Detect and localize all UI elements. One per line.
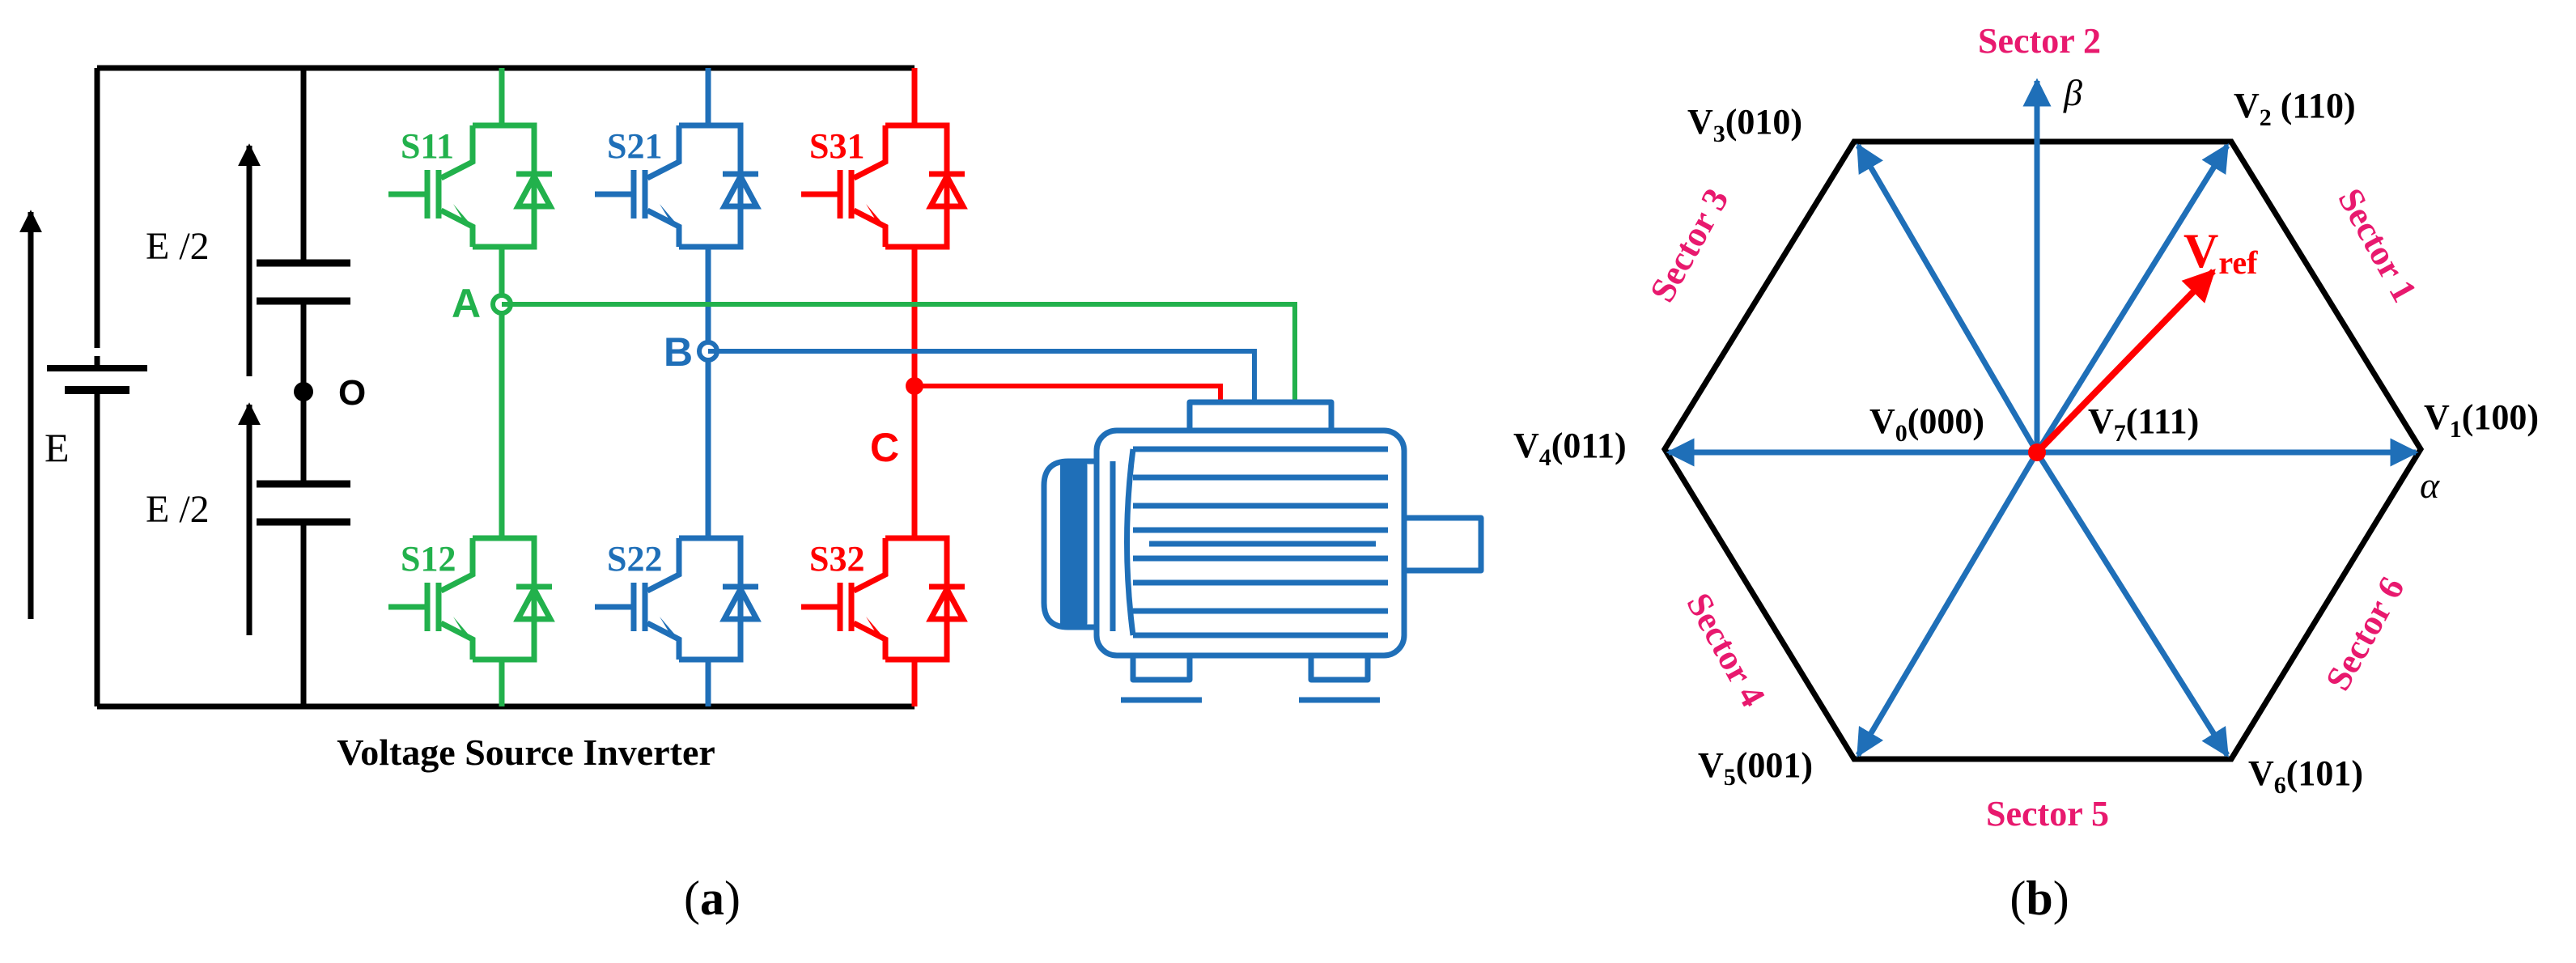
label-v1: V1(100) [2424, 397, 2539, 443]
phase-c-wire [915, 384, 1223, 402]
dc-bus [94, 65, 915, 710]
panel-b-space-vector-diagram: β α Vref V0(000) V7(111) V1(100) V2 (110… [1513, 21, 2539, 925]
midpoint-dot [294, 382, 313, 401]
label-v7: V7(111) [2088, 401, 2199, 447]
origin-dot [2028, 443, 2046, 461]
leg-a [388, 68, 552, 706]
sector-1-label: Sector 1 [2330, 182, 2425, 309]
label-node-b: B [664, 329, 693, 375]
alpha-axis-label: α [2420, 465, 2440, 506]
label-v2: V2 (110) [2234, 86, 2356, 131]
label-s11: S11 [401, 126, 454, 166]
vref-label: Vref [2183, 224, 2258, 281]
phase-wires [502, 302, 1297, 402]
sector-3-label: Sector 3 [1642, 182, 1737, 309]
half-voltage-label-bottom: E /2 [146, 488, 210, 531]
label-v5: V5(001) [1698, 745, 1813, 791]
vector-v2 [2035, 143, 2230, 454]
caption-a: (a) [684, 872, 741, 925]
beta-axis-label: β [2063, 72, 2082, 113]
sector-5-label: Sector 5 [1986, 794, 2109, 834]
reference-vector [2035, 269, 2216, 455]
label-s31: S31 [809, 126, 864, 166]
leg-c [801, 68, 965, 706]
label-v6: V6(101) [2248, 753, 2363, 799]
leg-b [595, 68, 758, 706]
motor-icon [1041, 399, 1484, 703]
space-vector-hexagon [1661, 138, 2425, 762]
label-s21: S21 [607, 126, 662, 166]
half-voltage-label-top: E /2 [146, 225, 210, 268]
active-vectors [1666, 78, 2419, 758]
label-v4: V4(011) [1513, 426, 1627, 471]
midpoint-label: O [338, 373, 366, 413]
capacitor-bottom [257, 480, 350, 526]
label-node-a: A [452, 281, 481, 326]
sector-2-label: Sector 2 [1978, 21, 2101, 61]
label-s22: S22 [607, 539, 662, 579]
vector-v6 [2035, 451, 2230, 757]
phase-a-wire [502, 302, 1297, 402]
panel-a-inverter-circuit: E O E /2 E /2 S11 S12 A [19, 65, 1484, 925]
vector-v5 [1855, 451, 2040, 758]
label-v0: V0(000) [1869, 401, 1984, 447]
capacitor-top [257, 259, 350, 305]
inverter-title: Voltage Source Inverter [337, 732, 715, 773]
vector-v3 [1855, 142, 2040, 454]
phase-b-wire [708, 349, 1257, 402]
label-v3: V3(010) [1687, 102, 1802, 147]
source-voltage-label: E [45, 425, 70, 470]
label-node-c: C [870, 425, 899, 470]
battery-symbol [47, 356, 147, 706]
caption-b: (b) [2009, 872, 2069, 925]
label-s12: S12 [401, 539, 456, 579]
label-s32: S32 [809, 539, 864, 579]
